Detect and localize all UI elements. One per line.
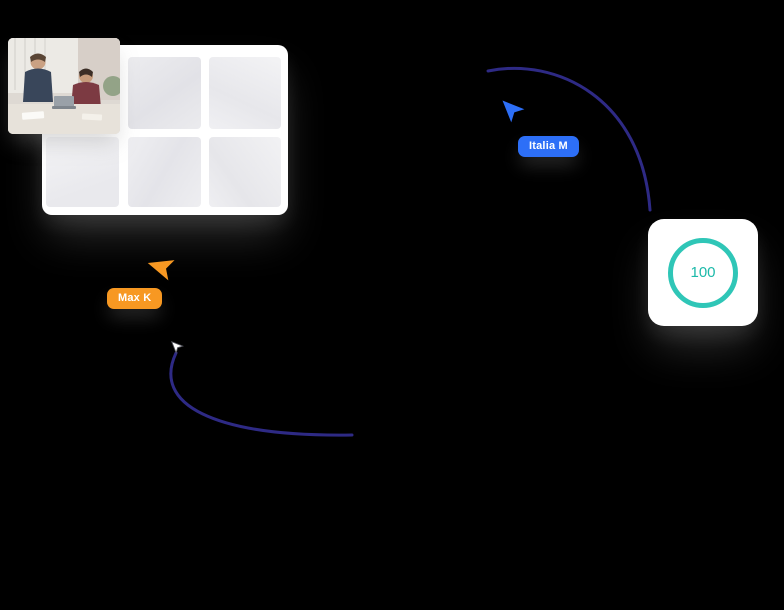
photo-thumbnail (46, 137, 119, 207)
cursor-orange-icon (142, 246, 185, 289)
connector-arc-bottom (169, 351, 354, 437)
photo-thumbnail (209, 137, 281, 207)
cursor-label-italia: Italia M (518, 136, 579, 157)
photo-thumbnail (209, 57, 281, 129)
cursor-label-max: Max K (107, 288, 163, 309)
cursor-blue-icon (499, 97, 527, 125)
cursor-white-icon (170, 340, 184, 354)
team-photo-image (8, 38, 120, 134)
photo-thumbnail (128, 137, 201, 207)
score-card: 100 (648, 219, 758, 326)
photo-grid-card (42, 45, 288, 215)
score-value: 100 (690, 264, 716, 281)
score-ring: 100 (668, 237, 738, 308)
photo-thumbnail (128, 57, 201, 129)
team-photo (8, 38, 120, 134)
